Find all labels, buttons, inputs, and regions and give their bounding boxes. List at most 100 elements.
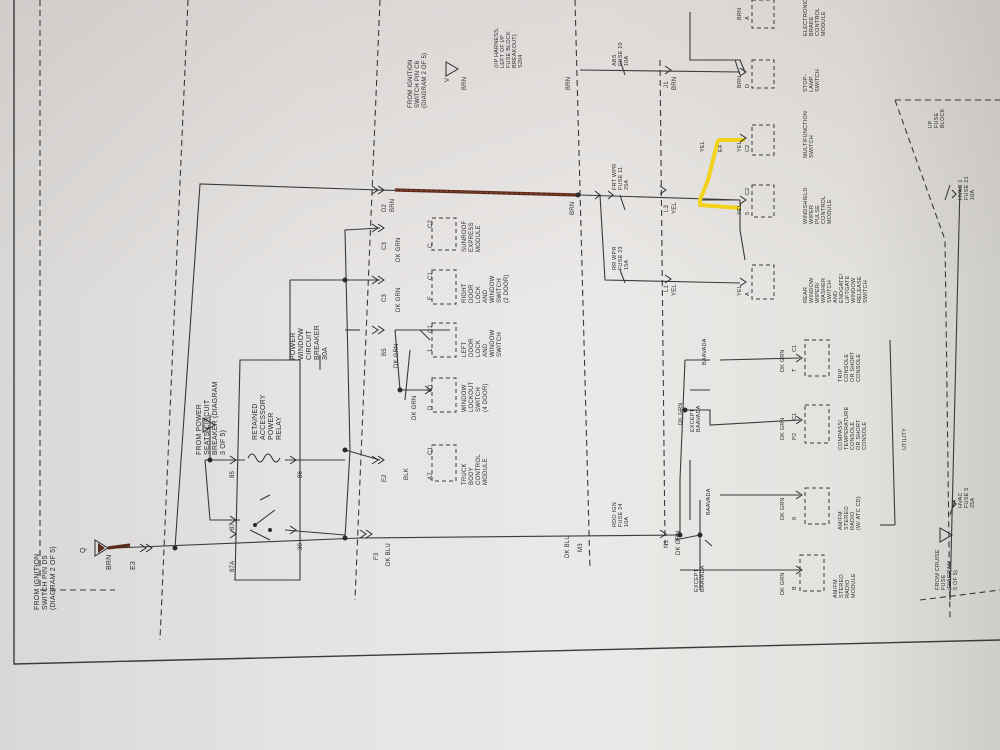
label-brn-3: BRN <box>462 76 468 90</box>
label-fuse-rr-wpr: RR WPR FUSE 23 15A <box>612 246 630 270</box>
label-pin-87a: 87A <box>230 560 236 572</box>
label-stoplamp: STOP- LAMP SWITCH <box>803 69 821 92</box>
label-right-door: RIGHT DOOR LOCK AND WINDOW SWITCH (2 DOO… <box>462 274 510 303</box>
label-c3-a: C3 <box>382 241 388 250</box>
triangle-n <box>202 417 216 433</box>
box-amfm-cd <box>804 487 830 525</box>
label-rear-window: REAR WINDOW WIPER/ WASHER SWITCH AND END… <box>803 273 869 303</box>
label-c3-b: C3 <box>382 293 388 302</box>
label-d2: D2 <box>382 203 388 212</box>
box-amfm-module <box>799 554 825 592</box>
label-from-ignition-c6: FROM IGNITION SWITCH PIN C6 (DIAGRAM 2 O… <box>408 52 428 108</box>
box-sunroof <box>431 217 457 251</box>
label-eight: 8 <box>792 516 798 520</box>
label-left-door: LEFT DOOR LOCK AND WINDOW SWITCH <box>462 329 503 357</box>
label-yel-3: YEL <box>700 141 706 152</box>
box-truck-body <box>431 444 457 482</box>
label-yel-1: YEL <box>672 202 678 214</box>
box-window-lockout <box>431 377 457 413</box>
label-multifunction: MULTIFUNCTION SWITCH <box>803 110 815 158</box>
label-m3: M3 <box>578 543 584 552</box>
label-baavada-1: BAAVADA <box>702 338 708 365</box>
label-brn-8: BRN <box>737 75 743 88</box>
relay-box <box>234 359 301 581</box>
label-c1-truck: C1 <box>428 446 434 455</box>
label-fuse-rdo-ign: RDO IGN FUSE 24 10A <box>612 502 630 527</box>
label-dkblu-2: DK BLU <box>565 535 571 558</box>
label-dkgrn-2: DK GRN <box>396 287 402 312</box>
label-c1-left: C1 <box>428 324 434 333</box>
triangle-q <box>94 539 109 557</box>
label-dkblu-1: DK BLU <box>386 543 392 566</box>
label-from-cruise: FROM CRUISE FUSE (DIAGRAM 5 OF 5) <box>935 549 959 590</box>
label-fuse-frt-wpr: FRT WPR FUSE 11 25A <box>612 163 630 190</box>
label-n1: N1 <box>664 539 670 548</box>
label-amfm-cd: AM/FM STEREO RADIO (W/ ATC CD) <box>838 496 862 530</box>
label-d-stoplamp: D <box>745 83 751 88</box>
label-fuse-hvac2: HVAC FUSE 5 25A <box>958 487 976 508</box>
label-f-right: F <box>428 296 434 300</box>
dashed-splice <box>574 0 591 571</box>
label-utility: UTILITY <box>902 428 908 450</box>
box-trip-console <box>804 339 830 377</box>
label-brn-4: BRN <box>566 76 572 90</box>
label-trip-console: TRIP CONSOLE OR SHORT CONSOLE <box>838 351 862 382</box>
label-a-rear: A <box>745 292 751 296</box>
label-pin-86: 86 <box>298 470 304 478</box>
label-brn-1: BRN <box>106 554 113 570</box>
label-yel-6: YEL <box>737 285 743 296</box>
label-f3: F3 <box>374 552 380 560</box>
label-l1: L1 <box>664 284 670 292</box>
label-v: V <box>445 77 451 82</box>
label-dkgrn-9: DK GRN <box>780 497 786 520</box>
label-except-baavada-2: EXCEPT BAAVADA <box>694 565 706 592</box>
box-electronic-brake <box>751 0 775 29</box>
box-stoplamp <box>751 59 775 89</box>
label-d-lockout: D <box>428 405 434 410</box>
label-c1-compass: C1 <box>792 412 798 420</box>
box-windshield-wiper <box>751 184 775 218</box>
relay-coil <box>247 453 281 463</box>
label-c-sunroof: C <box>428 243 434 248</box>
box-multifunction <box>751 124 775 156</box>
label-five: 5 <box>745 211 751 215</box>
dashed-relay-box-left <box>159 0 189 641</box>
label-c1-lockout: C1 <box>428 383 434 392</box>
label-c1-right: C1 <box>428 271 434 280</box>
dashed-fuse-block-left <box>354 0 381 601</box>
label-pin-87: 87 <box>230 522 236 530</box>
paper-shadow <box>0 0 1000 300</box>
label-from-power-seats: FROM POWER SEATS CIRCUIT BREAKER (DIAGRA… <box>196 381 227 455</box>
label-truck-body: TRUCK BODY CONTROL MODULE <box>462 454 489 485</box>
label-c1-trip: C1 <box>792 344 798 352</box>
label-dkgrn-10: DK GRN <box>780 572 786 595</box>
label-yel-5: YEL <box>737 204 743 215</box>
dashed-hvac-box <box>894 99 951 621</box>
label-compass: COMPASS/ TEMPERATURE CONSOLE OR SHORT CO… <box>838 406 868 450</box>
box-right-door <box>431 269 457 305</box>
label-harness-note: (I/P HARNESS, LEFT OF I/P FUSE BLOCK BRE… <box>494 27 524 68</box>
page-border <box>13 0 1000 665</box>
label-c2-sunroof: C2 <box>428 219 434 228</box>
label-fuse-hvac1: HVAC 1 FUSE 21 10A <box>958 176 976 200</box>
box-rear-window <box>751 264 775 300</box>
label-dkgrn-6: DK GRN <box>678 402 684 425</box>
label-fuse-abs: ABS FUSE 10 10A <box>612 42 630 66</box>
label-window-lockout: WINDOW LOCKOUT SWITCH (4 DOOR) <box>462 381 489 412</box>
label-c2-multi: C2 <box>745 144 751 152</box>
label-pin-30: 30 <box>298 542 304 550</box>
label-a-brake: A <box>745 16 751 20</box>
label-l3: L3 <box>664 204 670 212</box>
label-b5: B5 <box>382 348 388 356</box>
label-windshield-wiper: WINDSHIELD WIPER PULSE CONTROL MODULE <box>803 187 833 224</box>
label-q: Q <box>80 547 87 553</box>
label-e2: E2 <box>382 474 388 482</box>
label-baavada-2: BAAVADA <box>706 488 712 515</box>
label-p2: P2 <box>792 432 798 440</box>
label-sunroof: SUNROOF EXPRESS MODULE <box>462 220 482 252</box>
label-j1: J1 <box>664 81 670 88</box>
label-relay: RETAINED ACCESSORY POWER RELAY <box>252 394 283 440</box>
label-brn-2: BRN <box>390 198 396 212</box>
